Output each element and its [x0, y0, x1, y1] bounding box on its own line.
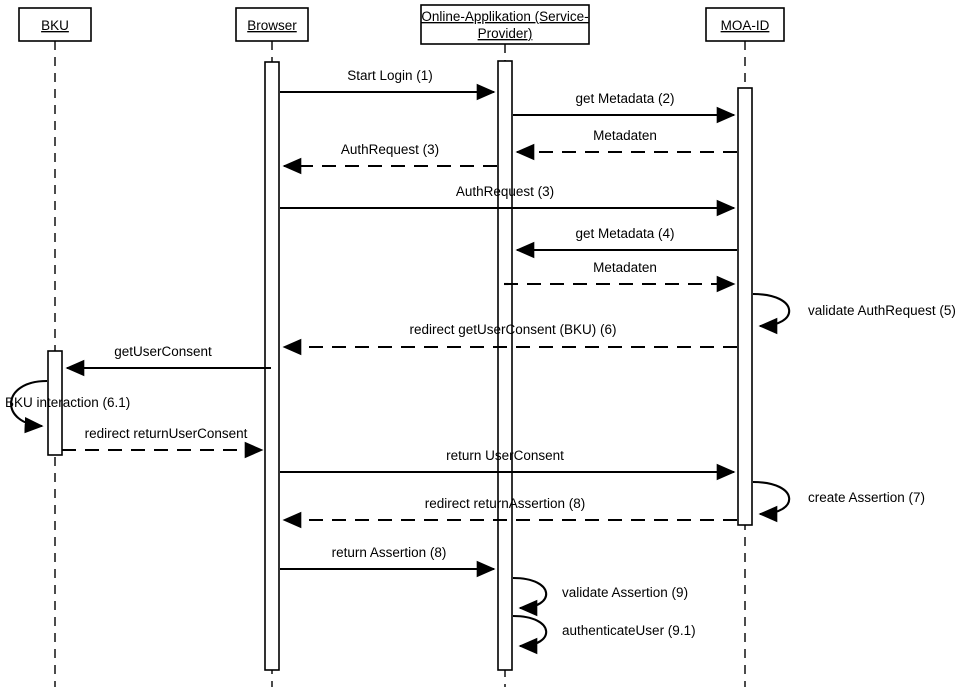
- participant-online-applikation[interactable]: Online-Applikation (Service- Provider): [420, 4, 590, 45]
- message-label-getuserconsent: getUserConsent: [114, 344, 212, 359]
- message-redirect-returnuserconsent[interactable]: redirect returnUserConsent: [62, 426, 264, 459]
- self-message-label-create-assertion: create Assertion (7): [808, 490, 925, 505]
- activation-bar-bku: [47, 350, 63, 456]
- message-label-metadaten-1: Metadaten: [593, 128, 657, 143]
- message-label-get-metadata-2: get Metadata (2): [575, 91, 674, 106]
- activation-bar-online-applikation: [497, 60, 513, 671]
- message-label-start-login: Start Login (1): [347, 68, 433, 83]
- participant-label-online-applikation-line2: Provider): [478, 26, 533, 41]
- message-metadaten-1[interactable]: Metadaten: [515, 128, 737, 161]
- message-label-redirect-returnuserconsent: redirect returnUserConsent: [85, 426, 248, 441]
- message-label-authrequest-3-to-browser: AuthRequest (3): [341, 142, 439, 157]
- participant-label-online-applikation-line1: Online-Applikation (Service-: [421, 9, 588, 24]
- message-metadaten-2[interactable]: Metadaten: [504, 260, 736, 293]
- message-label-redirect-returnassertion: redirect returnAssertion (8): [425, 496, 586, 511]
- message-label-redirect-getuserconsent: redirect getUserConsent (BKU) (6): [409, 322, 616, 337]
- self-message-authenticate-user[interactable]: authenticateUser (9.1): [512, 614, 696, 655]
- participant-bku[interactable]: BKU: [18, 7, 92, 42]
- self-message-validate-authrequest[interactable]: validate AuthRequest (5): [752, 292, 956, 335]
- self-message-validate-assertion[interactable]: validate Assertion (9): [512, 576, 688, 617]
- message-authrequest-3-to-browser[interactable]: AuthRequest (3): [282, 142, 497, 175]
- participant-browser[interactable]: Browser: [235, 7, 309, 42]
- message-label-get-metadata-4: get Metadata (4): [575, 226, 674, 241]
- participant-label-browser: Browser: [247, 18, 297, 33]
- message-return-assertion[interactable]: return Assertion (8): [280, 545, 496, 578]
- message-label-metadaten-2: Metadaten: [593, 260, 657, 275]
- message-get-metadata-4[interactable]: get Metadata (4): [515, 226, 737, 259]
- self-message-label-validate-authrequest: validate AuthRequest (5): [808, 303, 956, 318]
- message-redirect-returnassertion[interactable]: redirect returnAssertion (8): [282, 496, 737, 529]
- message-authrequest-3-to-moaid[interactable]: AuthRequest (3): [280, 184, 736, 217]
- participant-label-bku: BKU: [41, 18, 69, 33]
- self-message-create-assertion[interactable]: create Assertion (7): [752, 480, 925, 523]
- message-label-authrequest-3-to-moaid: AuthRequest (3): [456, 184, 554, 199]
- activation-bar-moa-id: [737, 87, 753, 526]
- self-message-label-authenticate-user: authenticateUser (9.1): [562, 623, 696, 638]
- message-get-metadata-2[interactable]: get Metadata (2): [513, 91, 736, 124]
- message-return-userconsent[interactable]: return UserConsent: [280, 448, 736, 481]
- message-redirect-getuserconsent[interactable]: redirect getUserConsent (BKU) (6): [282, 322, 737, 356]
- message-label-return-assertion: return Assertion (8): [332, 545, 447, 560]
- message-label-return-userconsent: return UserConsent: [446, 448, 564, 463]
- self-message-label-bku-interaction: BKU interaction (6.1): [5, 395, 130, 410]
- activation-bar-browser: [264, 61, 280, 671]
- message-getuserconsent[interactable]: getUserConsent: [65, 344, 271, 377]
- self-message-label-validate-assertion: validate Assertion (9): [562, 585, 688, 600]
- participant-label-moa-id: MOA-ID: [721, 18, 770, 33]
- message-start-login[interactable]: Start Login (1): [280, 68, 496, 101]
- self-message-bku-interaction[interactable]: BKU interaction (6.1): [5, 379, 130, 434]
- participant-moa-id[interactable]: MOA-ID: [705, 7, 785, 42]
